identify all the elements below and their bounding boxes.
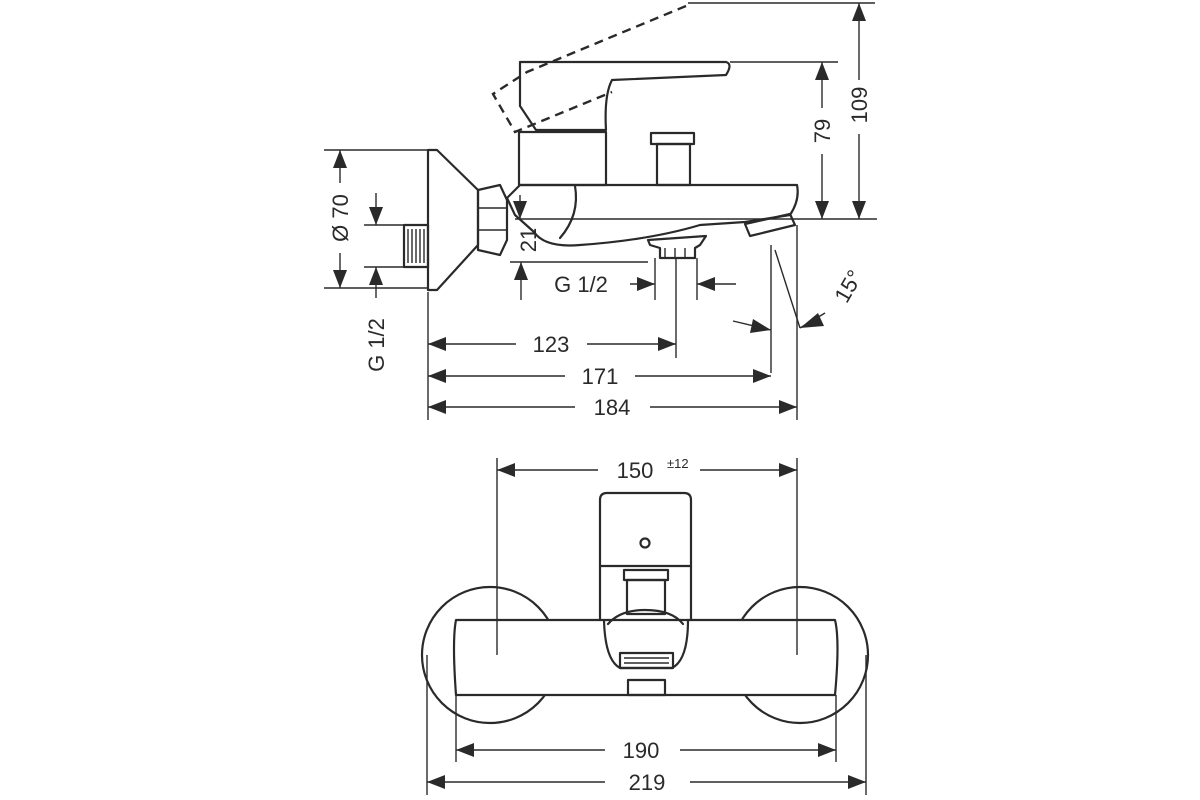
dim-184: 184 (594, 395, 631, 420)
dim-outlet-height: 21 (516, 228, 541, 252)
diverter-knob-top (649, 131, 696, 146)
dim-inlet-thread: G 1/2 (364, 318, 389, 372)
dim-79: 79 (810, 119, 835, 143)
diverter-knob (655, 142, 692, 187)
diverter-top (622, 568, 670, 582)
lever-open-position (491, 4, 687, 134)
lever-handle (518, 60, 731, 132)
cartridge-body (517, 130, 608, 187)
wall-flange (426, 148, 480, 292)
dim-150-tolerance: ±12 (667, 456, 689, 471)
dim-outlet-thread: G 1/2 (554, 272, 608, 297)
front-lever (598, 491, 693, 568)
diverter-body (625, 578, 667, 616)
outlet-aerator (646, 234, 708, 260)
dim-171: 171 (582, 364, 619, 389)
front-view: 150 ±12 190 219 (420, 456, 870, 795)
spout-tip (743, 212, 797, 238)
inlet-thread (402, 223, 430, 269)
dim-190: 190 (623, 738, 660, 763)
side-view: Ø 70 G 1/2 21 G 1/2 15° (324, 2, 877, 420)
indicator-dot (639, 537, 651, 549)
front-aerator (618, 651, 675, 670)
dim-123: 123 (533, 332, 570, 357)
dim-109: 109 (847, 87, 872, 124)
outlet-nozzle (626, 678, 667, 697)
mixer-body-spout (505, 183, 799, 247)
dim-219: 219 (629, 770, 666, 795)
dim-spout-angle: 15° (829, 266, 867, 307)
dim-flange-diameter: Ø 70 (328, 194, 353, 242)
dim-150: 150 (617, 458, 654, 483)
connection-nut (476, 183, 509, 257)
